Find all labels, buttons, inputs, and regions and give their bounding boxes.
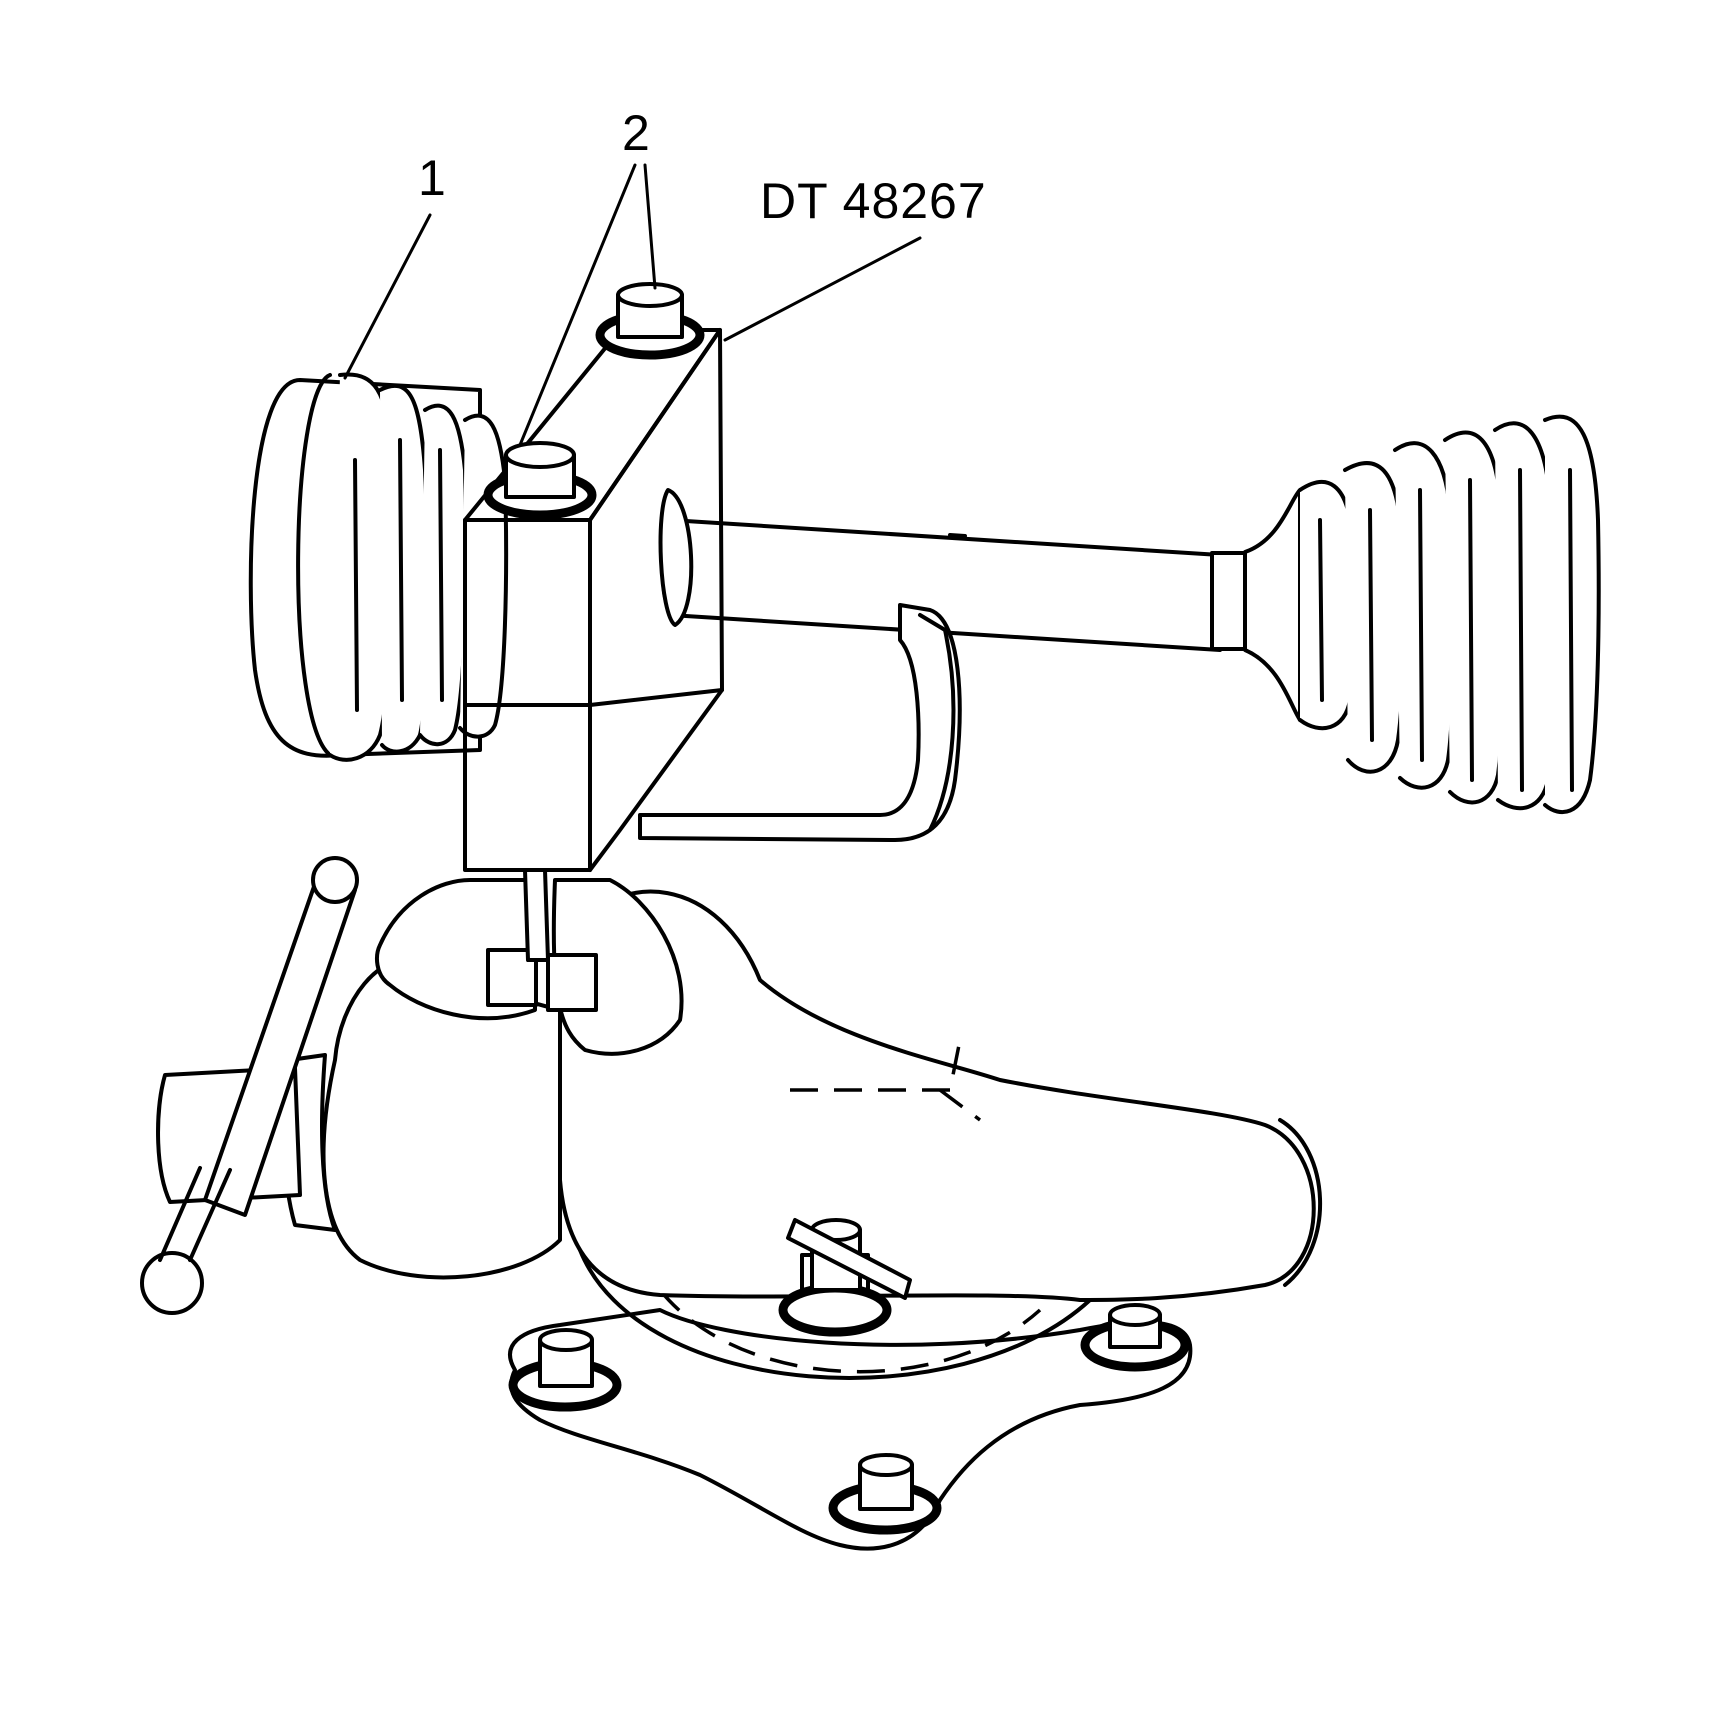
- drive-axle: [248, 372, 1601, 842]
- vise-body: [552, 889, 1316, 1302]
- callout-1: 1: [418, 150, 447, 206]
- vise-base-dash: [658, 1288, 1042, 1374]
- special-tool-block: [463, 282, 724, 962]
- leader-tool: [723, 236, 922, 342]
- base-bolt-left: [508, 1328, 622, 1412]
- base-bolt-right: [1080, 1303, 1190, 1372]
- axle-support-bracket: [638, 603, 962, 842]
- tool-tang: [523, 868, 550, 962]
- vise-body-ridge-2: [938, 1088, 982, 1122]
- vise-rear-cap: [1278, 1118, 1323, 1287]
- tool-shaft-bore: [658, 488, 694, 627]
- callout-2: 2: [622, 105, 651, 161]
- inner-cv-boot: [248, 372, 509, 762]
- vise-base-plate: [508, 1308, 1193, 1551]
- callout-tool-number: DT 48267: [760, 173, 987, 229]
- leader-2a: [643, 163, 657, 290]
- bench-vise: [140, 856, 1323, 1551]
- axle-support-upright: [918, 613, 956, 832]
- vise-body-ridge: [790, 1039, 962, 1092]
- callout-leaders: [343, 163, 922, 447]
- vise-jaw-plate-right: [546, 953, 598, 1012]
- outer-cv-boot: [1210, 414, 1601, 815]
- base-bolt-front: [828, 1453, 942, 1535]
- tool-bolt-front: [483, 441, 597, 520]
- leader-1: [343, 213, 432, 380]
- vise-base-dome: [578, 1248, 1092, 1380]
- tool-bolt-rear: [595, 282, 705, 360]
- leader-2b: [518, 163, 637, 447]
- vise-swivel-lock: [778, 1218, 912, 1337]
- vise-handle: [140, 856, 359, 1315]
